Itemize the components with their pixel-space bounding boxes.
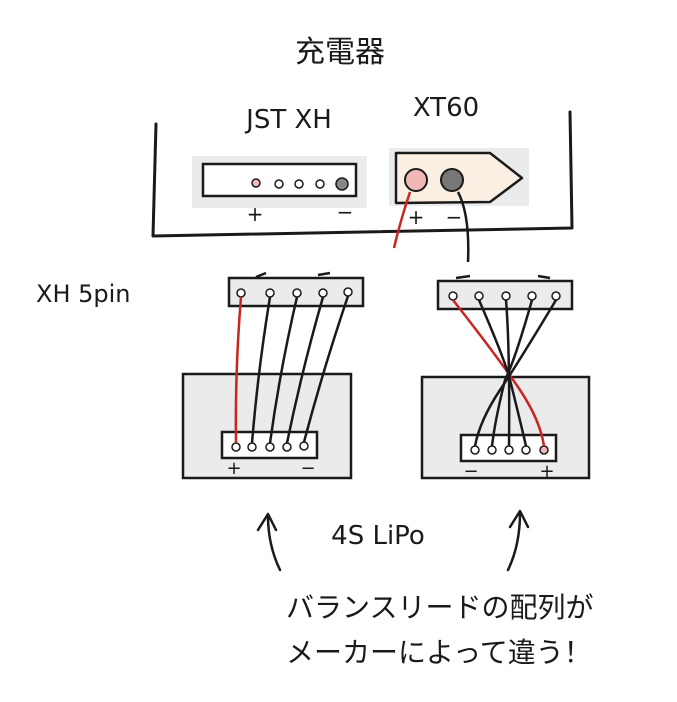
jst-pin-2	[274, 179, 284, 189]
left-arrow-icon	[256, 512, 282, 572]
right-battery-plus: +	[539, 461, 554, 482]
jst-plus-sign: +	[247, 202, 264, 226]
jst-xh-port	[192, 156, 367, 208]
jst-pin-4	[315, 179, 325, 189]
xt60-port	[389, 148, 529, 206]
jst-pin-3	[294, 179, 304, 189]
right-arrow-icon	[506, 509, 530, 572]
jst-xh-label: JST XH	[244, 105, 332, 135]
left-battery	[181, 372, 353, 480]
note-line-1: バランスリードの配列が	[286, 591, 593, 624]
left-balance-wires	[234, 295, 350, 444]
xt60-minus-pin	[440, 168, 464, 192]
xt60-plus-sign: +	[408, 205, 425, 229]
xt60-minus-sign: −	[446, 205, 463, 229]
charger-title: 充電器	[295, 35, 385, 70]
left-battery-plus: +	[226, 458, 241, 479]
jst-minus-sign: −	[337, 200, 354, 224]
right-xh-plug	[436, 274, 574, 311]
right-balance-wires	[452, 299, 558, 447]
charger-body	[151, 110, 574, 238]
xt60-black-wire	[456, 191, 470, 263]
battery-label: 4S LiPo	[331, 521, 425, 551]
right-battery-minus: −	[463, 461, 478, 482]
xt60-plus-pin	[404, 168, 428, 192]
xt60-label: XT60	[413, 93, 479, 123]
right-battery	[420, 375, 591, 480]
xh-5pin-label: XH 5pin	[36, 280, 131, 308]
note-line-2: メーカーによって違う！	[286, 636, 592, 669]
jst-pin-1	[251, 178, 261, 188]
left-battery-minus: −	[300, 458, 315, 479]
xt60-red-wire	[392, 191, 412, 249]
jst-pin-5	[335, 177, 349, 191]
